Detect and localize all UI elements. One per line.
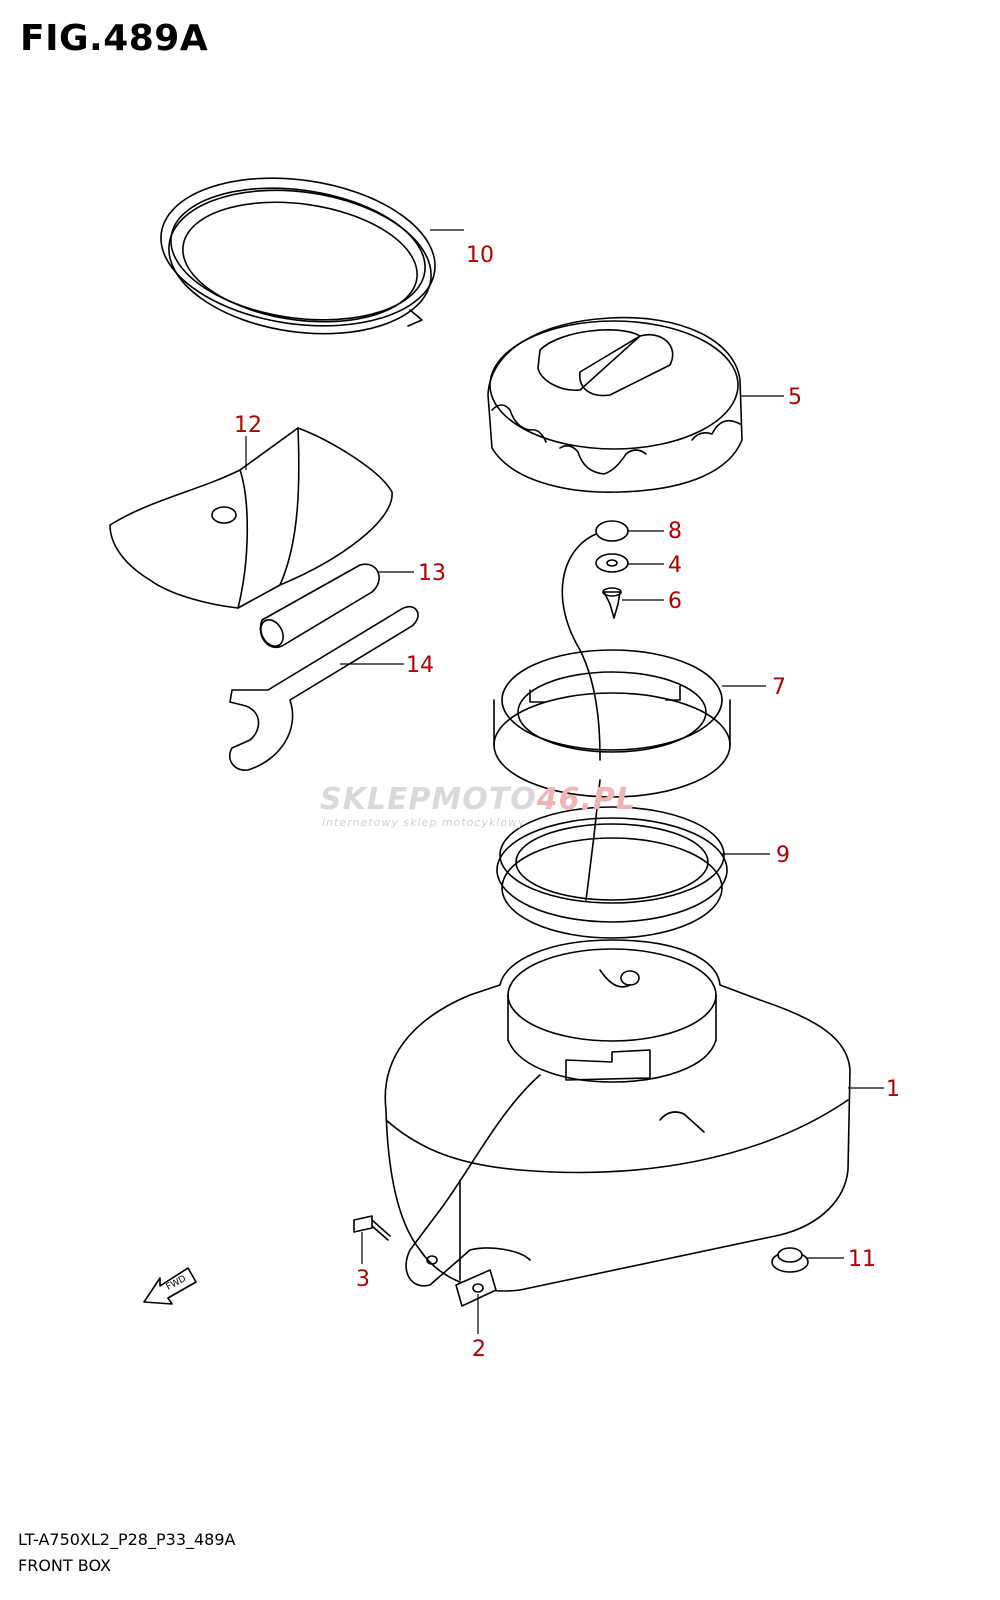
callout-12: 12 bbox=[234, 413, 262, 438]
part-3-bolt[interactable] bbox=[353, 1215, 391, 1241]
callout-9: 9 bbox=[776, 843, 790, 868]
part-5-box-cap[interactable] bbox=[487, 316, 743, 493]
callout-1: 1 bbox=[886, 1077, 900, 1102]
watermark-brand-prefix: SKLEPMOTO bbox=[320, 782, 537, 817]
watermark-brand-accent: 46.PL bbox=[536, 782, 637, 817]
part-1-front-box[interactable] bbox=[384, 939, 851, 1292]
part-11-grommet[interactable] bbox=[771, 1247, 809, 1273]
callout-13: 13 bbox=[418, 561, 446, 586]
part-4-washer[interactable] bbox=[595, 553, 629, 573]
watermark: SKLEPMOTO46.PL internetowy sklep motocyk… bbox=[320, 782, 720, 842]
leader-lines bbox=[245, 229, 884, 1334]
callout-8: 8 bbox=[668, 519, 682, 544]
figure-model-code: LT-A750XL2_P28_P33_489A bbox=[18, 1530, 236, 1549]
callout-10: 10 bbox=[466, 243, 494, 268]
part-10-seal-ring[interactable] bbox=[151, 161, 444, 349]
callout-2: 2 bbox=[472, 1337, 486, 1362]
callout-3: 3 bbox=[356, 1267, 370, 1292]
fwd-direction-arrow: FWD bbox=[143, 1267, 197, 1305]
callout-14: 14 bbox=[406, 653, 434, 678]
part-6-screw[interactable] bbox=[602, 587, 622, 619]
watermark-brand: SKLEPMOTO46.PL bbox=[320, 782, 636, 817]
part-9-inner-ring[interactable] bbox=[496, 779, 728, 939]
callout-4: 4 bbox=[668, 553, 682, 578]
figure-title: FIG.489A bbox=[20, 18, 209, 59]
figure-section-name: FRONT BOX bbox=[18, 1556, 111, 1575]
part-7-retaining-ring[interactable] bbox=[493, 649, 731, 798]
part-12-tool-bag[interactable] bbox=[109, 427, 393, 609]
callout-5: 5 bbox=[788, 385, 802, 410]
part-2-clip-nut[interactable] bbox=[455, 1269, 497, 1307]
part-13-tool-cylinder[interactable] bbox=[256, 563, 380, 650]
part-14-spanner-wrench[interactable] bbox=[228, 605, 419, 771]
callout-7: 7 bbox=[772, 675, 786, 700]
callout-11: 11 bbox=[848, 1247, 876, 1272]
callout-6: 6 bbox=[668, 589, 682, 614]
watermark-tagline: internetowy sklep motocyklowy bbox=[322, 816, 526, 829]
